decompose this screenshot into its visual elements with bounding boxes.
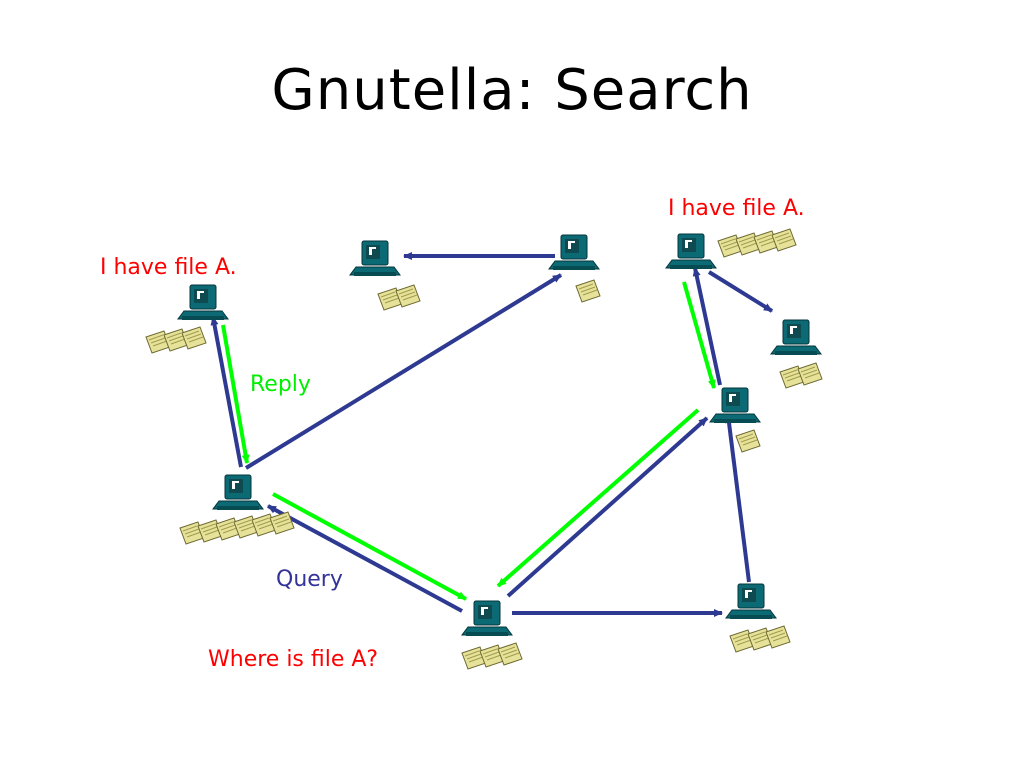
query-arrow bbox=[725, 414, 751, 583]
label-where-is-file: Where is file A? bbox=[208, 647, 379, 672]
reply-arrow bbox=[272, 492, 467, 601]
query-arrow bbox=[692, 267, 722, 386]
files-bottom-center bbox=[461, 642, 523, 670]
files-top-right bbox=[717, 228, 797, 258]
files-left-middle bbox=[179, 511, 295, 545]
slide-title: Gnutella: Search bbox=[271, 58, 753, 123]
label-query: Query bbox=[276, 567, 343, 592]
query-arrow bbox=[267, 504, 463, 613]
label-have-file-right: I have file A. bbox=[668, 196, 805, 221]
label-have-file-left: I have file A. bbox=[100, 255, 237, 280]
label-reply: Reply bbox=[250, 372, 311, 397]
node-top-left bbox=[177, 284, 229, 321]
computer-icon bbox=[770, 319, 822, 356]
node-top-middle bbox=[548, 234, 600, 271]
node-left-middle bbox=[212, 474, 264, 511]
node-far-right bbox=[770, 319, 822, 356]
query-arrow bbox=[506, 416, 709, 598]
files-top-left bbox=[145, 326, 207, 354]
query-arrow bbox=[210, 316, 243, 468]
computer-icon bbox=[349, 240, 401, 277]
computer-icon bbox=[212, 474, 264, 511]
files-right-middle bbox=[735, 429, 761, 453]
files-bottom-right bbox=[729, 625, 791, 653]
node-bottom-right bbox=[725, 583, 777, 620]
node-right-middle bbox=[709, 387, 761, 424]
reply-arrow bbox=[496, 408, 700, 588]
reply-arrow bbox=[221, 324, 250, 464]
file-icon bbox=[575, 279, 601, 303]
query-arrow bbox=[707, 270, 774, 313]
reply-arrow bbox=[682, 281, 716, 389]
query-arrow bbox=[244, 273, 563, 470]
file-icon bbox=[735, 429, 761, 453]
files-top-middle bbox=[575, 279, 601, 303]
node-bottom-center bbox=[461, 600, 513, 637]
computer-icon bbox=[725, 583, 777, 620]
computer-icon bbox=[665, 233, 717, 270]
node-top-right bbox=[665, 233, 717, 270]
computer-icon bbox=[461, 600, 513, 637]
computer-icon bbox=[177, 284, 229, 321]
computer-icon bbox=[548, 234, 600, 271]
files-top-middle-left bbox=[377, 284, 421, 311]
computer-icon bbox=[709, 387, 761, 424]
node-top-middle-left bbox=[349, 240, 401, 277]
files-far-right bbox=[779, 362, 823, 389]
